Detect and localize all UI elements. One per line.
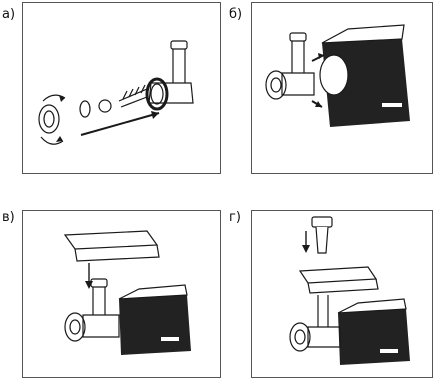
panel-b [251, 2, 433, 174]
label-a: а) [2, 7, 16, 22]
panel-v [22, 210, 221, 378]
panel-a [22, 2, 221, 174]
label-b: б) [229, 7, 243, 22]
pusher-insert-icon [289, 216, 410, 365]
meat-grinder-parts-assembly-icon [38, 40, 194, 145]
grinder-head-attach-icon [265, 24, 410, 127]
label-g: г) [229, 210, 241, 225]
tray-install-icon [63, 230, 191, 355]
panel-g [251, 210, 433, 378]
label-v: в) [2, 210, 15, 225]
